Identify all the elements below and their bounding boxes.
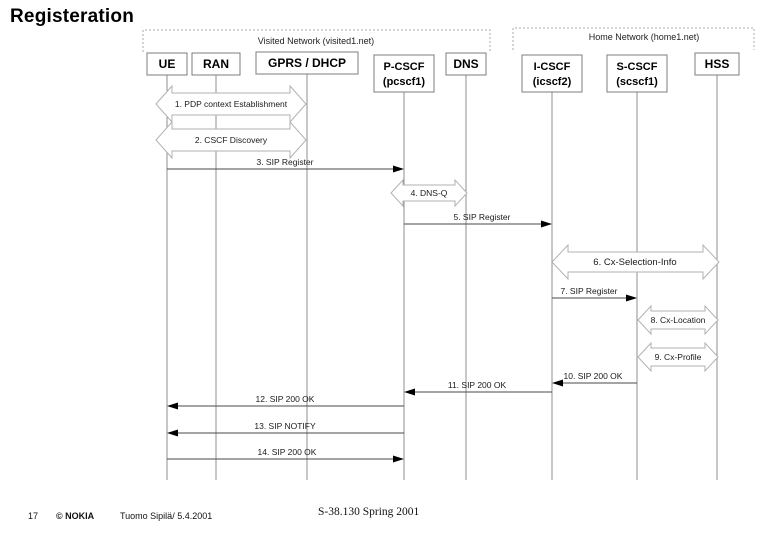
message-7-label: 7. SIP Register <box>560 286 617 296</box>
participant-ran-box <box>191 52 241 76</box>
message-3-sip-register: 3. SIP Register <box>167 157 404 173</box>
participant-pcscf-box <box>373 54 435 93</box>
message-6-label: 6. Cx-Selection-Info <box>593 257 676 268</box>
message-4-dns-query: 4. DNS-Q <box>390 178 468 208</box>
participant-dns: DNS <box>445 52 487 76</box>
message-7-arrowhead-right <box>626 294 637 302</box>
visited-network-frame <box>142 29 491 52</box>
participant-pcscf-instance: (pcscf1) <box>383 76 426 88</box>
message-4-label: 4. DNS-Q <box>411 188 448 198</box>
message-4-double-arrow <box>390 178 468 208</box>
participant-hss-label: HSS <box>705 57 730 71</box>
message-13-arrowhead-left <box>167 429 178 437</box>
message-2-double-arrow <box>155 120 307 160</box>
message-13-label: 13. SIP NOTIFY <box>254 421 316 431</box>
message-5-arrowhead-right <box>541 220 552 228</box>
message-3-label: 3. SIP Register <box>256 157 313 167</box>
message-1-label: 1. PDP context Establishment <box>175 99 288 109</box>
participant-scscf-name: S-CSCF <box>617 61 658 73</box>
message-5-label: 5. SIP Register <box>453 212 510 222</box>
participant-scscf-box <box>606 54 668 93</box>
participant-hss-box <box>694 52 740 76</box>
page-title: Registeration <box>10 6 135 27</box>
network-home: Home Network (home1.net) <box>512 27 755 50</box>
message-2-cscf-discovery: 2. CSCF Discovery <box>155 120 307 160</box>
message-14-arrowhead-right <box>393 455 404 463</box>
participant-scscf-instance: (scscf1) <box>616 76 658 88</box>
participant-icscf-name: I-CSCF <box>534 61 571 73</box>
message-12-sip-200-ok: 12. SIP 200 OK <box>167 394 404 410</box>
message-13-sip-notify: 13. SIP NOTIFY <box>167 421 404 437</box>
participant-pcscf: P-CSCF (pcscf1) <box>373 54 435 93</box>
message-3-arrowhead-right <box>393 165 404 173</box>
participant-icscf-box <box>521 54 583 93</box>
message-8-double-arrow <box>637 304 719 336</box>
participant-ran: RAN <box>191 52 241 76</box>
home-network-frame <box>512 27 755 50</box>
message-11-label: 11. SIP 200 OK <box>448 380 507 390</box>
message-11-sip-200-ok: 11. SIP 200 OK <box>404 380 552 396</box>
message-9-label: 9. Cx-Profile <box>655 352 702 362</box>
message-14-sip-200-ok: 14. SIP 200 OK <box>167 447 404 463</box>
participant-hss: HSS <box>694 52 740 76</box>
participant-scscf: S-CSCF (scscf1) <box>606 54 668 93</box>
participant-ran-label: RAN <box>203 57 229 71</box>
participant-icscf: I-CSCF (icscf2) <box>521 54 583 93</box>
message-10-arrowhead-left <box>552 379 563 387</box>
message-9-double-arrow <box>637 341 719 373</box>
copyright-notice: © NOKIA <box>56 511 95 521</box>
participant-gprs-label: GPRS / DHCP <box>268 56 346 70</box>
message-2-label: 2. CSCF Discovery <box>195 135 268 145</box>
message-6-double-arrow <box>551 243 720 281</box>
message-5-sip-register: 5. SIP Register <box>404 212 552 228</box>
participant-icscf-instance: (icscf2) <box>533 76 572 88</box>
participant-dns-label: DNS <box>453 57 478 71</box>
author-date: Tuomo Sipilä/ 5.4.2001 <box>120 511 213 521</box>
message-14-label: 14. SIP 200 OK <box>258 447 317 457</box>
message-11-arrowhead-left <box>404 388 415 396</box>
message-12-label: 12. SIP 200 OK <box>256 394 315 404</box>
message-1-double-arrow <box>155 84 307 124</box>
message-12-arrowhead-left <box>167 402 178 410</box>
message-7-sip-register: 7. SIP Register <box>552 286 637 302</box>
message-1-pdp-context: 1. PDP context Establishment <box>155 84 307 124</box>
participant-dns-box <box>445 52 487 76</box>
course-label: S-38.130 Spring 2001 <box>318 506 420 518</box>
network-visited: Visited Network (visited1.net) <box>142 29 491 52</box>
visited-network-label: Visited Network (visited1.net) <box>258 36 374 46</box>
message-10-label: 10. SIP 200 OK <box>564 371 623 381</box>
message-9-cx-profile: 9. Cx-Profile <box>637 341 719 373</box>
participant-gprs-box <box>255 51 359 75</box>
participant-pcscf-name: P-CSCF <box>384 61 425 73</box>
home-network-label: Home Network (home1.net) <box>589 32 700 42</box>
message-8-cx-location: 8. Cx-Location <box>637 304 719 336</box>
message-8-label: 8. Cx-Location <box>651 315 706 325</box>
message-6-cx-selection-info: 6. Cx-Selection-Info <box>551 243 720 281</box>
participant-ue-label: UE <box>159 57 176 71</box>
message-10-sip-200-ok: 10. SIP 200 OK <box>552 371 637 387</box>
participant-ue-box <box>146 52 188 76</box>
participant-ue: UE <box>146 52 188 76</box>
participant-gprs-dhcp: GPRS / DHCP <box>255 51 359 75</box>
page-number: 17 <box>28 511 39 521</box>
